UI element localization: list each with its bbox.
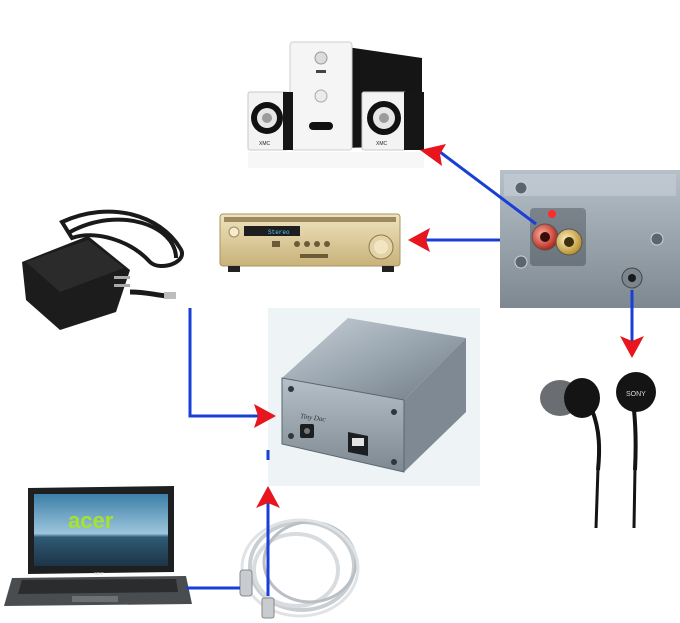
speaker-left-brand: XMC [259, 141, 271, 147]
usb-cable-image [239, 518, 360, 619]
arrow-to-speakers [420, 144, 446, 166]
arrow-to-dac-power [254, 404, 276, 428]
arrow-heads [254, 144, 644, 508]
dac-script-label: Tiny Dac [300, 412, 327, 424]
connection-wires [186, 150, 634, 596]
arrow-to-receiver [408, 228, 430, 252]
arrow-to-dac-usb [256, 486, 280, 508]
dac-rear-panel-image [500, 170, 680, 308]
power-adapter-image [22, 209, 184, 330]
speaker-right-brand: XMC [376, 141, 388, 147]
laptop-image: acer acer [4, 486, 192, 606]
wire-dac-rear-to-speakers [439, 150, 537, 226]
arrow-to-earphones [620, 336, 644, 358]
earphones-image: SONY [540, 372, 656, 529]
receiver-display-text: Stereo [268, 229, 290, 236]
laptop-screen-logo: acer [68, 508, 114, 533]
speakers-image: XMC XMC [238, 38, 430, 168]
wire-adapter-to-dac [188, 308, 260, 418]
av-receiver-image: Stereo [218, 208, 408, 282]
earphone-brand: SONY [626, 391, 646, 398]
usb-dac-image: Tiny Dac [268, 308, 480, 486]
laptop-bezel-logo: acer [94, 571, 104, 577]
